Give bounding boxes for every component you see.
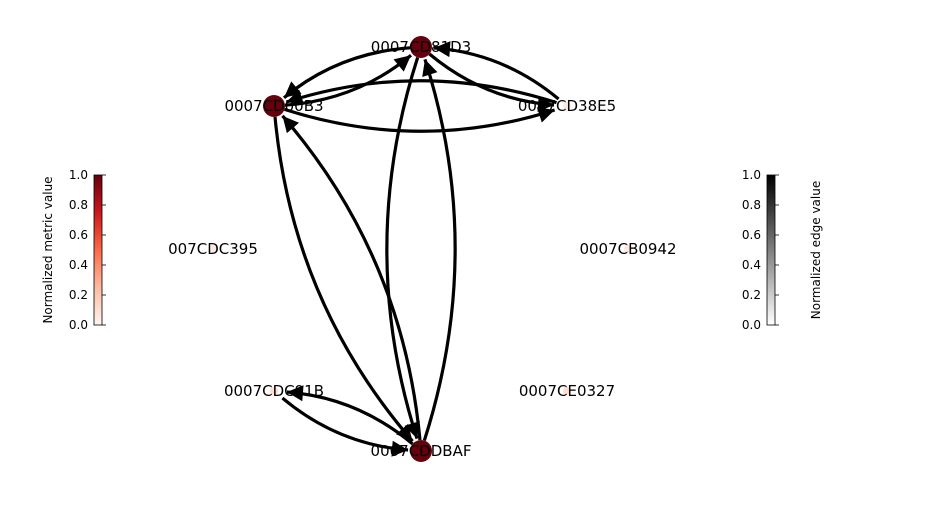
edge-arrowhead [422, 59, 438, 78]
edge-tick-label: 0.8 [742, 198, 761, 212]
edge-colorbar: 0.0 0.2 0.4 0.6 0.8 1.0 Normalized edge value [742, 168, 823, 332]
edge-arrowhead [391, 440, 409, 457]
node-0007cd00b3[interactable] [263, 95, 285, 117]
node-label-0007cdc91b: 0007CDC91B [224, 382, 324, 400]
edges-layer [273, 41, 560, 457]
edge-arrowhead [537, 95, 555, 112]
metric-tick-label: 0.0 [69, 318, 88, 332]
edge-n5-to-n8 [281, 114, 422, 441]
node-label-0007cd00b3: 0007CD00B3 [224, 97, 323, 115]
edge-tick-label: 0.2 [742, 288, 761, 302]
metric-colorbar: 0.0 0.2 0.4 0.6 0.8 1.0 Normalized metric val… [41, 168, 106, 332]
labels-layer: 0007CD81D3 0007CD38E5 0007CB0942 0007CE0327… [168, 38, 676, 460]
node-label-0007cddbaf: 0007CDDBAF [371, 442, 472, 460]
metric-tick-label: 0.6 [69, 228, 88, 242]
node-label-0007cd38e5: 0007CD38E5 [518, 97, 616, 115]
node-0007ce0327[interactable] [563, 387, 571, 395]
edge-arrowhead [536, 107, 555, 123]
node-label-0007ce0327: 0007CE0327 [519, 382, 615, 400]
metric-colorbar-bar [93, 174, 103, 326]
metric-tick-label: 0.2 [69, 288, 88, 302]
metric-tick-label: 0.4 [69, 258, 88, 272]
node-label-0007cd81d3: 0007CD81D3 [371, 38, 471, 56]
edge-tick-label: 0.0 [742, 318, 761, 332]
metric-tick-label: 1.0 [69, 168, 88, 182]
edge-arrowhead [393, 55, 411, 72]
node-0007cb0942[interactable] [624, 245, 632, 253]
node-label-0007cb0942: 0007CB0942 [579, 240, 676, 258]
node-label-007cdc395: 007CDC395 [168, 240, 258, 258]
edge-n1-to-n5 [385, 56, 420, 440]
node-007cdc395[interactable] [209, 245, 217, 253]
edge-n5-to-n1 [422, 58, 457, 442]
node-0007cd81d3[interactable] [410, 36, 432, 58]
edge-tick-label: 0.4 [742, 258, 761, 272]
metric-tick-label: 0.8 [69, 198, 88, 212]
edge-tick-label: 0.6 [742, 228, 761, 242]
edge-arrowhead [404, 420, 420, 439]
node-0007cdc91b[interactable] [270, 387, 278, 395]
edge-colorbar-ticks: 0.0 0.2 0.4 0.6 0.8 1.0 [742, 168, 779, 332]
edge-arrowhead [433, 41, 451, 58]
nodes-layer [209, 36, 632, 462]
edge-tick-label: 1.0 [742, 168, 761, 182]
edge-n8-to-n2 [283, 107, 556, 133]
edge-arrowhead [286, 385, 304, 402]
node-0007cddbaf[interactable] [410, 440, 432, 462]
edge-colorbar-bar [766, 174, 776, 326]
node-0007cd38e5[interactable] [563, 102, 571, 110]
edge-n8-to-n5 [273, 116, 414, 443]
metric-colorbar-label: Normalized metric value [41, 176, 55, 323]
edge-arrowhead [282, 115, 300, 134]
edge-colorbar-label: Normalized edge value [809, 181, 823, 319]
metric-colorbar-ticks: 0.0 0.2 0.4 0.6 0.8 1.0 [69, 168, 106, 332]
edge-n2-to-n8 [285, 79, 558, 105]
edge-arrowhead [286, 89, 305, 105]
